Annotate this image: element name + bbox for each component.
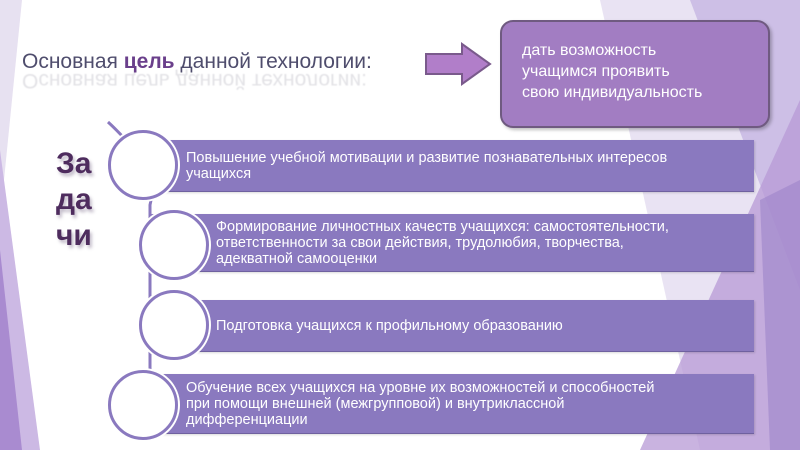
title-text: Основная цель данной технологии:: [22, 50, 372, 74]
task-text: ответственности за свои действия, трудол…: [216, 234, 624, 251]
task-text: Обучение всех учащихся на уровне их возм…: [186, 379, 655, 396]
title-suffix: данной технологии:: [174, 50, 372, 73]
task-item: Подготовка учащихся к профильному образо…: [150, 300, 754, 352]
goal-line: учащимся проявить: [522, 63, 670, 80]
task-text: при помощи внешней (межгрупповой) и внут…: [186, 395, 565, 412]
title-bold: цель: [123, 50, 175, 73]
task-bullet-circle: [139, 290, 209, 360]
deco-triangle-left-top: [0, 0, 22, 220]
title-prefix: Основная: [22, 50, 124, 73]
task-item: Обучение всех учащихся на уровне их возм…: [150, 374, 754, 434]
task-text: Повышение учебной мотивации и развитие п…: [186, 149, 668, 166]
task-text: дифференциации: [186, 411, 308, 428]
task-text: Подготовка учащихся к профильному образо…: [216, 317, 563, 334]
task-bullet-circle: [139, 210, 209, 280]
task-item: Повышение учебной мотивации и развитие п…: [150, 140, 754, 192]
deco-triangle-right-bottom: [640, 100, 800, 450]
goal-line: свою индивидуальность: [522, 84, 703, 101]
right-arrow-icon: [425, 42, 492, 86]
goal-line: дать возможность: [522, 42, 657, 59]
deco-triangle-right-edge: [760, 180, 800, 450]
task-text: учащихся: [186, 165, 252, 182]
goal-box: дать возможность учащимся проявить свою …: [500, 20, 770, 128]
slide-title: Основная цель данной технологии: Основна…: [22, 50, 372, 92]
task-text: Формирование личностных качеств учащихся…: [216, 218, 669, 235]
task-item: Формирование личностных качеств учащихся…: [150, 214, 754, 272]
task-bullet-circle: [108, 370, 178, 440]
deco-triangle-left-edge: [0, 250, 22, 450]
tasks-heading: За да чи: [56, 147, 92, 252]
task-text: адекватной самооценки: [216, 250, 378, 267]
task-bullet-circle: [108, 130, 178, 200]
